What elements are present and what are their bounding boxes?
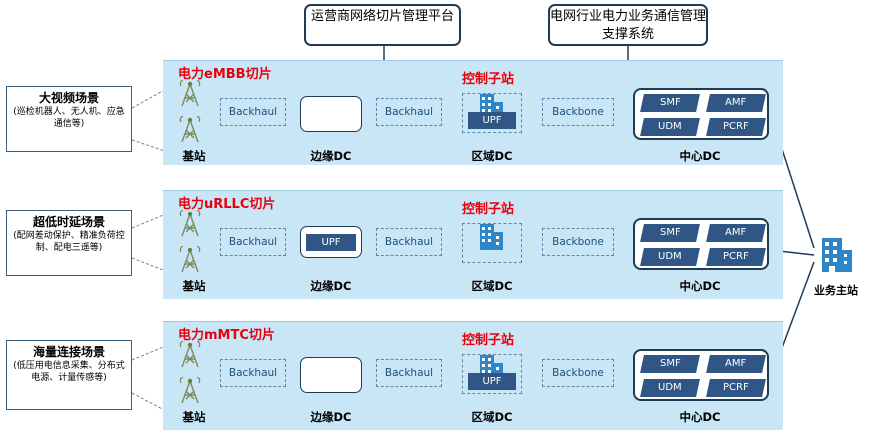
- edge-dc-label: 边缘DC: [310, 279, 352, 293]
- network-function-smf: SMF: [640, 94, 700, 112]
- backbone-link: Backbone: [542, 98, 614, 126]
- region-dc-frame: [462, 354, 522, 394]
- network-function-smf: SMF: [640, 224, 700, 242]
- network-function-label: SMF: [659, 227, 681, 238]
- base-station-tower-icon: [179, 116, 201, 143]
- slice-title: 电力eMBB切片: [178, 67, 272, 82]
- backhaul-label: Backhaul: [228, 106, 278, 118]
- network-function-label: SMF: [659, 97, 681, 108]
- backhaul-label: Backhaul: [384, 236, 434, 248]
- base-station-tower-icon: [179, 377, 201, 404]
- network-function-label: UDM: [658, 251, 682, 262]
- edge-dc-box: [300, 96, 362, 132]
- center-dc-label: 中心DC: [679, 410, 721, 424]
- scenario-title: 海量连接场景: [32, 345, 105, 359]
- network-function-amf: AMF: [706, 224, 766, 242]
- network-function-pcrf: PCRF: [706, 379, 766, 397]
- base-station-label: 基站: [182, 149, 206, 163]
- backhaul-label: Backhaul: [384, 367, 434, 379]
- network-function-label: PCRF: [723, 121, 749, 132]
- backbone-link: Backbone: [542, 228, 614, 256]
- network-function-label: PCRF: [723, 382, 749, 393]
- center-dc-label: 中心DC: [679, 279, 721, 293]
- backhaul-link: Backhaul: [220, 98, 286, 126]
- edge-dc-label: 边缘DC: [310, 149, 352, 163]
- network-function-label: AMF: [725, 227, 747, 238]
- scenario-title: 大视频场景: [38, 91, 99, 105]
- building-icon: [822, 238, 852, 272]
- backhaul-label: Backhaul: [228, 236, 278, 248]
- region-dc-frame: [462, 93, 522, 133]
- region-upf-function: UPF: [468, 112, 516, 129]
- network-function-label: UDM: [658, 382, 682, 393]
- operator-platform-label: 运营商网络切片管理平台: [310, 9, 454, 24]
- slice-title: 电力uRLLC切片: [178, 197, 276, 212]
- backbone-label: Backbone: [552, 236, 604, 248]
- edge-upf-function: UPF: [306, 234, 356, 251]
- base-station-label: 基站: [182, 279, 206, 293]
- region-dc-frame: [462, 223, 522, 263]
- base-station-tower-icon: [179, 80, 201, 107]
- backbone-label: Backbone: [552, 106, 604, 118]
- base-station-label: 基站: [182, 410, 206, 424]
- scenario-description: (低压用电信息采集、分布式电源、计量传感等): [13, 361, 125, 383]
- region-dc-label: 区域DC: [471, 410, 513, 424]
- control-substation-title: 控制子站: [462, 333, 515, 348]
- edge-dc-label: 边缘DC: [310, 410, 352, 424]
- scenario-box: 超低时延场景 (配网差动保护、精准负荷控制、配电三遥等): [6, 210, 132, 276]
- network-function-pcrf: PCRF: [706, 248, 766, 266]
- scenario-box: 大视频场景 (巡检机器人、无人机、应急通信等): [6, 86, 132, 152]
- region-dc-label: 区域DC: [471, 279, 513, 293]
- base-station-tower-icon: [179, 246, 201, 273]
- backbone-link: Backbone: [542, 359, 614, 387]
- backhaul-link: Backhaul: [376, 359, 442, 387]
- network-function-udm: UDM: [640, 118, 700, 136]
- backhaul-link: Backhaul: [220, 228, 286, 256]
- scenario-description: (巡检机器人、无人机、应急通信等): [13, 107, 125, 129]
- edge-upf-label: UPF: [321, 237, 341, 248]
- grid-system-label: 电网行业电力业务通信管理支撑系统: [550, 9, 707, 42]
- scenario-box: 海量连接场景 (低压用电信息采集、分布式电源、计量传感等): [6, 340, 132, 410]
- network-function-smf: SMF: [640, 355, 700, 373]
- base-station-tower-icon: [179, 210, 201, 237]
- network-function-label: AMF: [725, 358, 747, 369]
- backhaul-link: Backhaul: [220, 359, 286, 387]
- center-dc-label: 中心DC: [679, 149, 721, 163]
- control-substation-title: 控制子站: [462, 202, 515, 217]
- scenario-title: 超低时延场景: [32, 215, 105, 229]
- control-substation-title: 控制子站: [462, 72, 515, 87]
- backbone-label: Backbone: [552, 367, 604, 379]
- base-station-tower-icon: [179, 341, 201, 368]
- network-function-label: UDM: [658, 121, 682, 132]
- main-station-label: 业务主站: [814, 284, 858, 297]
- backhaul-link: Backhaul: [376, 98, 442, 126]
- slice-title: 电力mMTC切片: [178, 328, 275, 343]
- network-function-pcrf: PCRF: [706, 118, 766, 136]
- region-upf-label: UPF: [482, 376, 502, 387]
- region-dc-label: 区域DC: [471, 149, 513, 163]
- edge-dc-box: [300, 357, 362, 393]
- region-upf-label: UPF: [482, 115, 502, 126]
- network-function-label: PCRF: [723, 251, 749, 262]
- backhaul-link: Backhaul: [376, 228, 442, 256]
- network-function-amf: AMF: [706, 355, 766, 373]
- main-station: 业务主站: [808, 232, 864, 302]
- network-function-amf: AMF: [706, 94, 766, 112]
- backhaul-label: Backhaul: [384, 106, 434, 118]
- backhaul-label: Backhaul: [228, 367, 278, 379]
- region-upf-function: UPF: [468, 373, 516, 390]
- network-function-label: AMF: [725, 97, 747, 108]
- network-function-label: SMF: [659, 358, 681, 369]
- building-icon: [480, 224, 503, 250]
- scenario-description: (配网差动保护、精准负荷控制、配电三遥等): [13, 231, 125, 253]
- operator-slice-management-platform: 运营商网络切片管理平台: [304, 4, 461, 46]
- network-function-udm: UDM: [640, 379, 700, 397]
- grid-communication-management-system: 电网行业电力业务通信管理支撑系统: [548, 4, 708, 46]
- network-function-udm: UDM: [640, 248, 700, 266]
